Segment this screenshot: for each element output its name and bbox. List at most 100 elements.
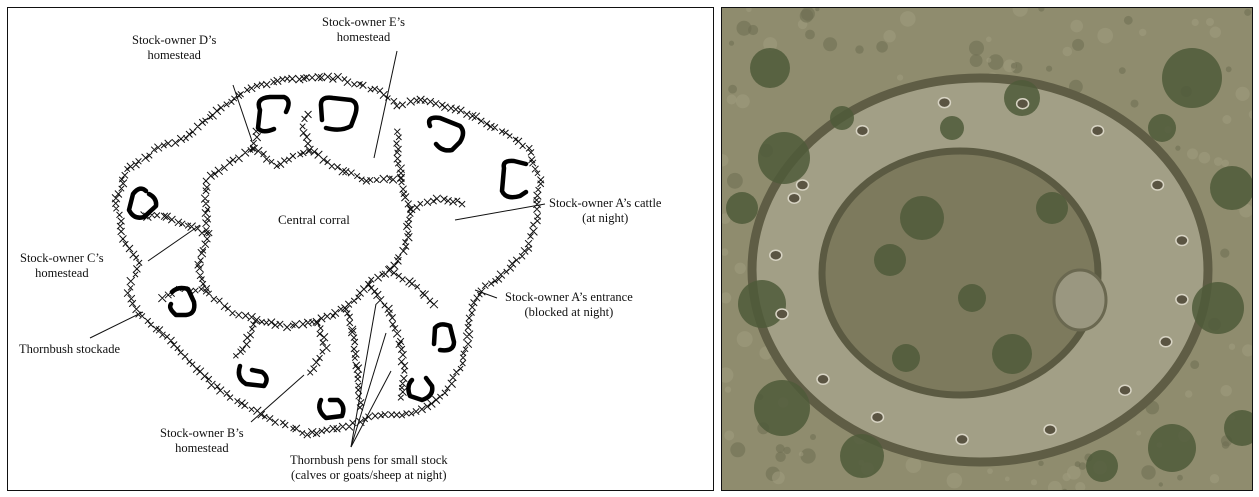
label-stock-owner-c-line1: Stock-owner C’s (20, 251, 104, 266)
scrub-patch (1159, 482, 1163, 486)
scrub-patch (986, 58, 991, 63)
scrub-patch (727, 173, 743, 189)
leader-line-c (148, 225, 200, 261)
hut-roof (1152, 180, 1164, 190)
label-stock-owner-a-entrance-line1: Stock-owner A’s entrance (505, 290, 633, 305)
scrub-patch (823, 37, 837, 51)
scrub-patch (1222, 115, 1231, 124)
scrub-patch (1097, 28, 1113, 44)
scrub-patch (897, 75, 903, 81)
hut-roof (1092, 126, 1104, 136)
scrub-patch (801, 448, 816, 463)
hut-roof (956, 434, 968, 444)
scrub-patch (1070, 20, 1083, 33)
leader-line-d (233, 85, 252, 141)
scrub-patch (970, 54, 983, 67)
tree-canopy (738, 280, 786, 328)
scrub-patch (1119, 67, 1126, 74)
tree-canopy (1086, 450, 1118, 482)
label-stock-owner-e: Stock-owner E’s homestead (322, 15, 405, 45)
scrub-patch (1220, 249, 1229, 258)
scrub-patch (775, 452, 785, 462)
label-stock-owner-d-line1: Stock-owner D’s (132, 33, 216, 48)
partition-de (300, 111, 312, 154)
label-stock-owner-c: Stock-owner C’s homestead (20, 251, 104, 281)
tree-canopy (758, 132, 810, 184)
tree-canopy (840, 434, 884, 478)
hut-roof (1044, 425, 1056, 435)
leader-line-a-cattle (455, 204, 545, 220)
scrub-patch (724, 431, 734, 441)
partition-a-upper (407, 195, 465, 212)
homestead-diagram (8, 8, 714, 491)
hut-roof (1176, 295, 1188, 305)
tree-canopy (754, 380, 810, 436)
scrub-patch (1038, 461, 1043, 466)
label-stock-owner-b-line1: Stock-owner B’s (160, 426, 244, 441)
label-stock-owner-e-line2: homestead (322, 30, 405, 45)
scrub-patch (1139, 29, 1146, 36)
scrub-patch (1192, 19, 1199, 26)
scrub-patch (1214, 157, 1223, 166)
scrub-patch (969, 41, 984, 56)
label-stock-owner-c-line2: homestead (20, 266, 104, 281)
scrub-patch (1210, 27, 1221, 38)
hut-roof (872, 412, 884, 422)
scrub-patch (1177, 475, 1183, 481)
scrub-patch (987, 468, 993, 474)
hut-roof (817, 374, 829, 384)
scrub-patch (1187, 148, 1198, 159)
label-stock-owner-d: Stock-owner D’s homestead (132, 33, 216, 63)
label-stock-owner-a-entrance-line2: (blocked at night) (505, 305, 633, 320)
tree-canopy (1162, 48, 1222, 108)
scrub-patch (728, 85, 737, 94)
tree-canopy (892, 344, 920, 372)
label-thornbush-pens-line1: Thornbush pens for small stock (290, 453, 448, 468)
label-stock-owner-b: Stock-owner B’s homestead (160, 426, 244, 456)
hut-roof (770, 250, 782, 260)
scrub-patch (736, 94, 750, 108)
scrub-patch (1063, 47, 1073, 57)
label-thornbush-pens: Thornbush pens for small stock (calves o… (290, 453, 448, 483)
scrub-patch (1226, 66, 1232, 72)
scrub-patch (1072, 39, 1084, 51)
scrub-patch (1124, 16, 1133, 25)
hut-a-2 (434, 324, 454, 350)
scrub-patch (986, 37, 992, 43)
scrub-patch (735, 263, 746, 274)
partition-b (233, 316, 260, 358)
scrub-patch (1244, 9, 1251, 16)
scrub-patch (1141, 465, 1155, 479)
pens-wall-1 (341, 305, 364, 411)
scrub-patch (906, 457, 922, 473)
scrub-patch (1190, 360, 1199, 369)
tree-canopy (1210, 166, 1253, 210)
tree-canopy (750, 48, 790, 88)
scrub-patch (1031, 479, 1037, 485)
tree-canopy (1036, 192, 1068, 224)
scrub-patch (805, 30, 815, 40)
scrub-patch (1185, 390, 1192, 397)
scrub-patch (1011, 63, 1017, 69)
scrub-patch (729, 41, 734, 46)
hut-roof (788, 193, 800, 203)
label-thornbush-stockade: Thornbush stockade (19, 342, 120, 357)
scrub-patch (810, 434, 816, 440)
label-stock-owner-e-line1: Stock-owner E’s (322, 15, 405, 30)
label-stock-owner-a-entrance: Stock-owner A’s entrance (blocked at nig… (505, 290, 633, 320)
scrub-patch (1175, 146, 1180, 151)
hut-roof (856, 126, 868, 136)
aerial-photo (722, 8, 1253, 491)
leader-line-e (374, 51, 397, 158)
scrub-patch (1222, 160, 1229, 167)
scrub-patch (727, 95, 737, 105)
scrub-patch (1075, 461, 1081, 467)
hut-roof (776, 309, 788, 319)
aerial-photo-panel (721, 7, 1253, 491)
leader-lines (90, 51, 545, 447)
scrub-patch (883, 30, 895, 42)
hut-roof (938, 98, 950, 108)
scrub-patch (1210, 474, 1219, 483)
tree-canopy (1192, 282, 1244, 334)
hut-roof (1119, 385, 1131, 395)
